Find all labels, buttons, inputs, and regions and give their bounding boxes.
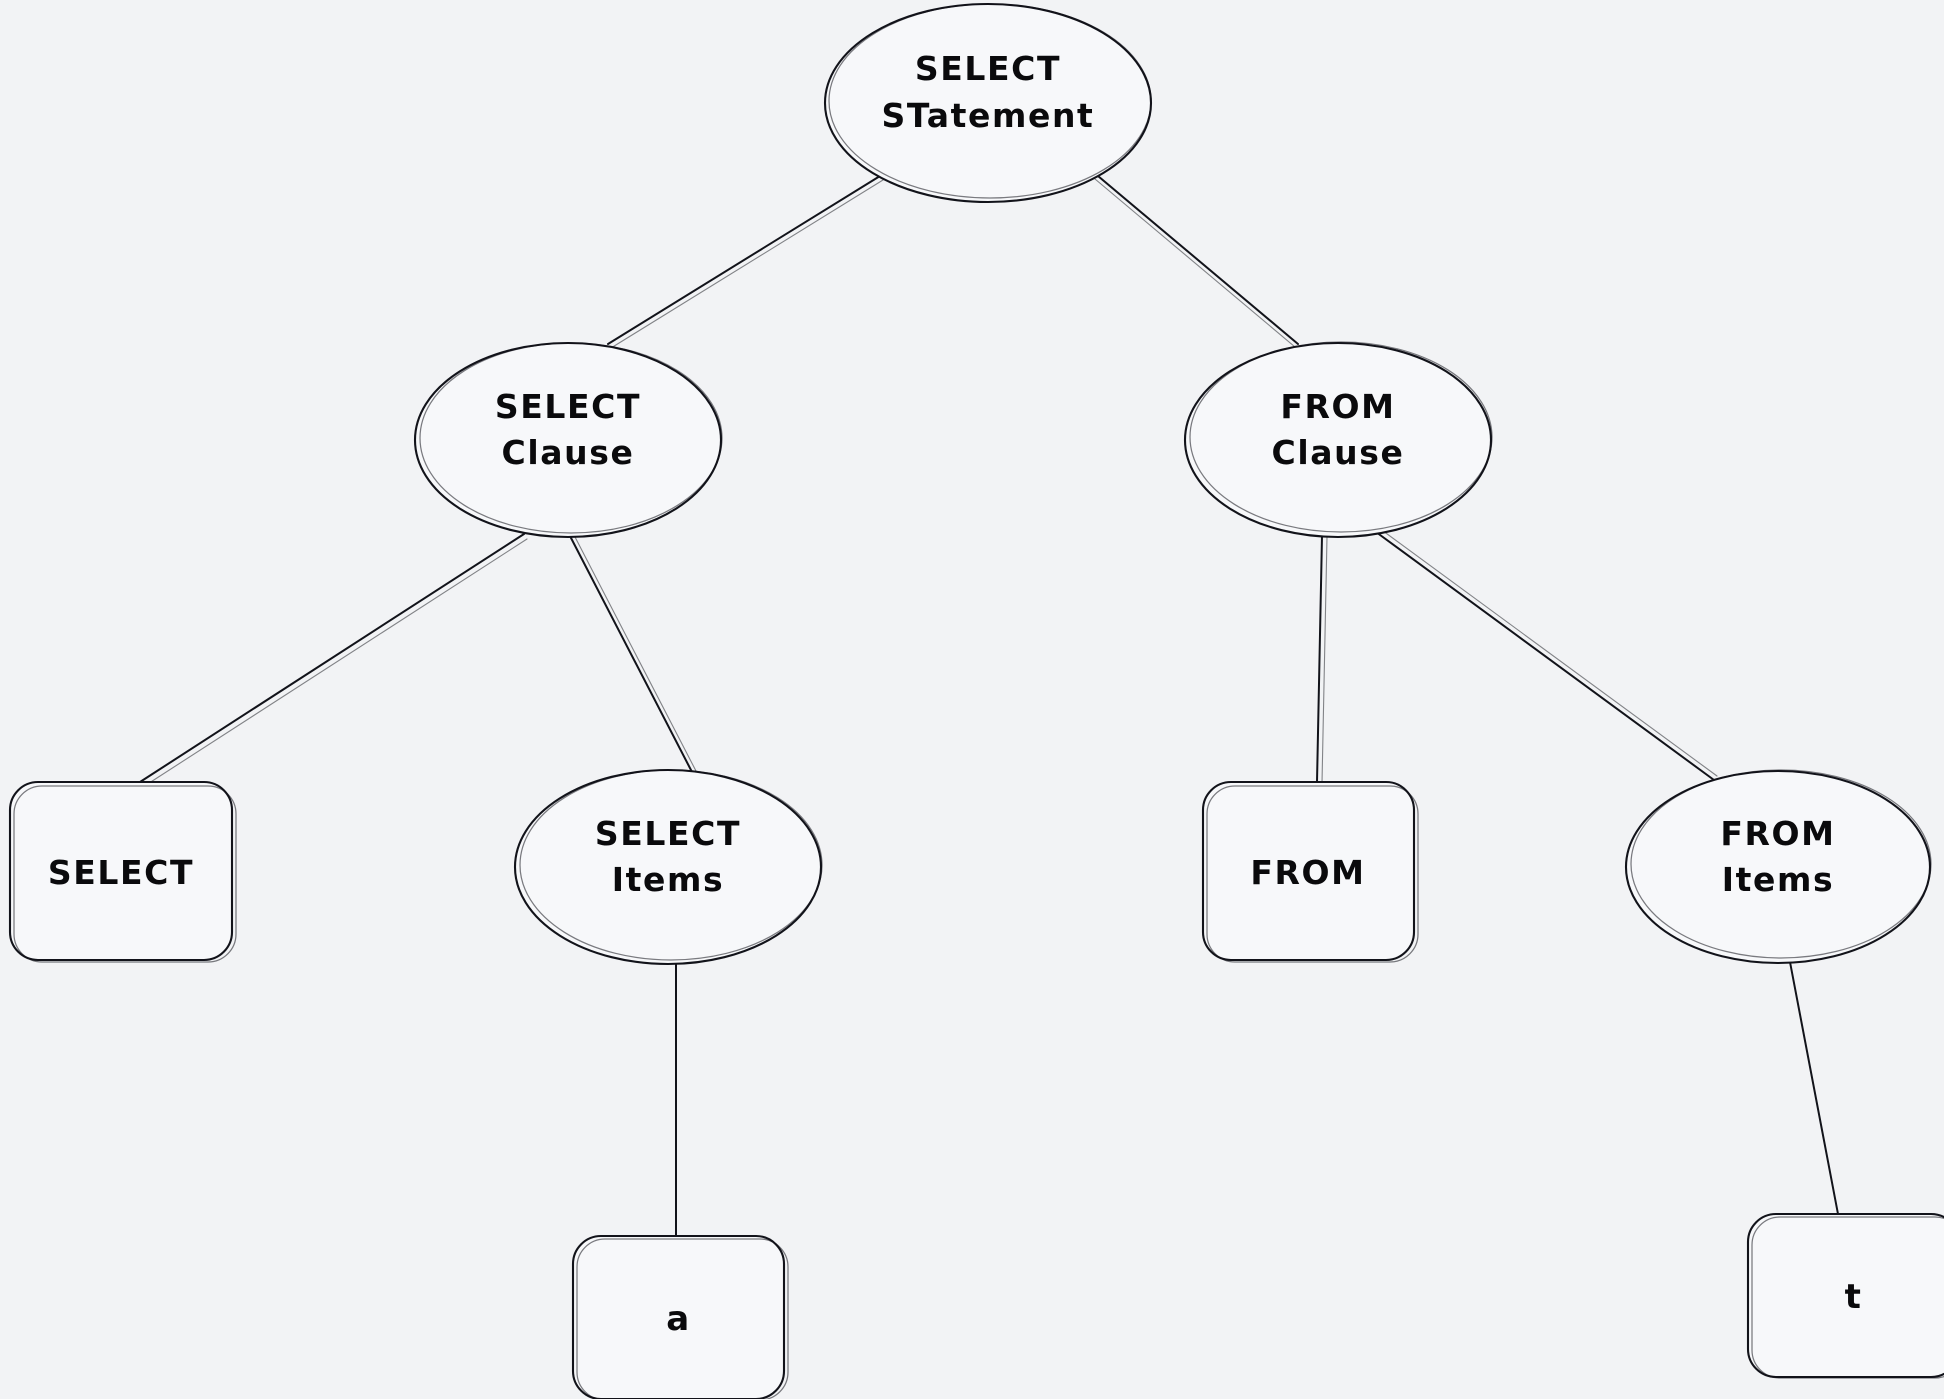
- edge-from-clause-to-from-items: [1375, 527, 1718, 781]
- edges-layer: [139, 175, 1839, 1237]
- edge-select-statement-to-from-clause: [1094, 175, 1299, 348]
- edge-select-clause-to-select-terminal: [139, 533, 528, 788]
- node-from-clause-line-2: Clause: [1272, 433, 1405, 472]
- node-from-clause[interactable]: FROM Clause: [1183, 341, 1493, 539]
- edge-from-clause-to-from-terminal: [1316, 535, 1328, 784]
- node-select-items-line-2: Items: [612, 860, 724, 899]
- node-leaf-a-label: a: [666, 1299, 689, 1339]
- node-leaf-t[interactable]: t: [1746, 1212, 1944, 1379]
- edge-select-clause-to-select-items: [569, 534, 697, 773]
- node-select-clause[interactable]: SELECT Clause: [413, 341, 723, 539]
- node-from-items-line-2: Items: [1722, 860, 1834, 899]
- edge-select-statement-to-select-clause: [607, 175, 884, 349]
- node-select-items-line-1: SELECT: [595, 814, 741, 853]
- node-select-statement-line-2: STatement: [882, 96, 1095, 135]
- node-select-statement[interactable]: SELECT STatement: [823, 2, 1153, 204]
- node-from-items[interactable]: FROM Items: [1624, 769, 1932, 965]
- node-leaf-t-label: t: [1845, 1277, 1862, 1317]
- node-from-terminal[interactable]: FROM: [1201, 780, 1419, 963]
- node-select-items[interactable]: SELECT Items: [513, 768, 823, 966]
- node-select-terminal[interactable]: SELECT: [8, 780, 237, 963]
- edge-from-items-to-leaf-t: [1789, 961, 1839, 1215]
- node-select-clause-line-1: SELECT: [495, 387, 641, 426]
- node-select-clause-line-2: Clause: [502, 433, 635, 472]
- node-select-terminal-label: SELECT: [48, 853, 194, 892]
- node-from-items-line-1: FROM: [1720, 814, 1835, 853]
- node-leaf-a[interactable]: a: [571, 1234, 789, 1399]
- node-select-statement-line-1: SELECT: [915, 49, 1061, 88]
- node-from-terminal-label: FROM: [1250, 853, 1365, 892]
- node-from-clause-line-1: FROM: [1280, 387, 1395, 426]
